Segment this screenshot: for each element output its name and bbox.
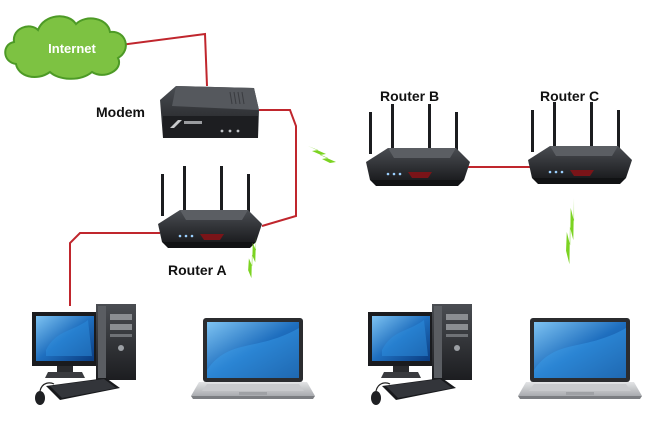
router-b-label: Router B (380, 88, 440, 104)
laptop-left-icon (191, 318, 315, 399)
desktop-pc-left-icon (31, 303, 137, 406)
cloud-icon (4, 15, 127, 80)
desktop-pc-right-icon (367, 303, 473, 406)
cable-internet-modem (112, 32, 208, 87)
cable-router-a-desktop (69, 232, 160, 306)
modem-label: Modem (96, 104, 145, 120)
router-c-icon (528, 102, 632, 184)
cable-modem-router-a (259, 109, 297, 227)
modem-icon (160, 86, 259, 138)
laptop-right-icon (518, 318, 642, 399)
router-c-label: Router C (540, 88, 600, 104)
wireless-signal-router-c-laptop (548, 198, 590, 294)
router-a-icon (158, 166, 262, 248)
router-a-label: Router A (168, 262, 227, 278)
router-b-icon (366, 104, 470, 186)
wireless-signal-modem-router-b (308, 146, 348, 172)
internet-label: Internet (48, 41, 96, 56)
